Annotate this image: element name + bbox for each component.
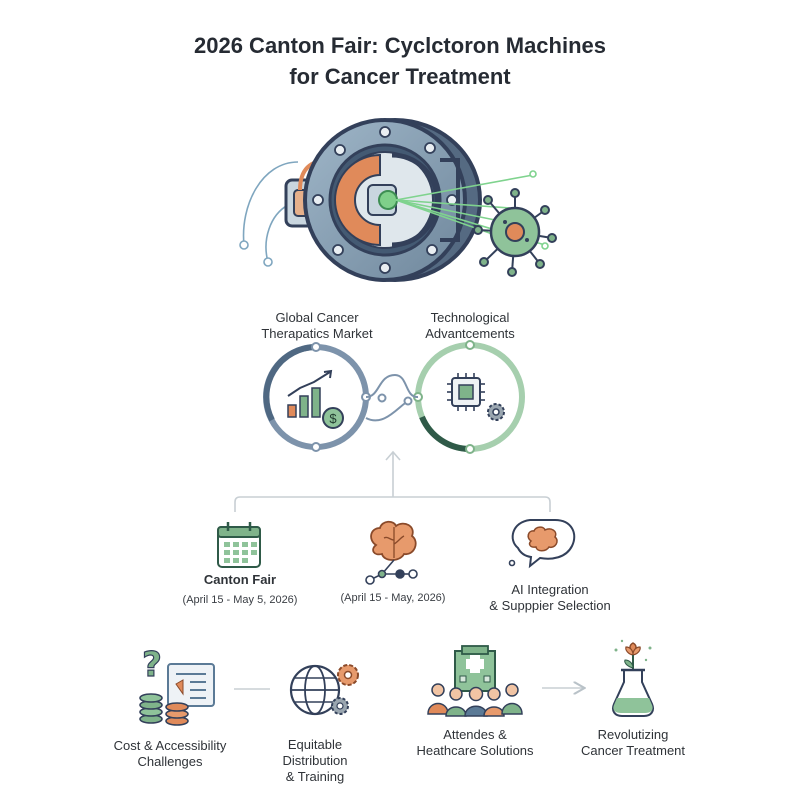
tech-label-line-1: Technological (430, 310, 510, 325)
distribution-label: Equitable Distribution & Training (255, 737, 375, 785)
brain-dates: (April 15 - May, 2026) (340, 592, 446, 604)
title-line-2: for Cancer Treatment (289, 64, 511, 89)
market-label: Global Cancer Therapatics Market (242, 310, 392, 342)
chip-gear-icon (447, 373, 505, 421)
calendar-icon (217, 522, 261, 568)
cyclotron-machine-icon (239, 118, 482, 282)
cost-label-line-1: Cost & Accessibility (113, 738, 227, 753)
tech-label: Technological Advantcements (395, 310, 545, 342)
growth-chart-dollar-icon: $ (287, 369, 344, 429)
ai-label-line-1: AI Integration (511, 582, 589, 597)
svg-text:?: ? (142, 645, 162, 685)
cost-label-line-2: Challenges (137, 754, 203, 769)
revolution-label-line-2: Cancer Treatment (580, 743, 686, 758)
ai-label: AI Integration & Supppier Selection (470, 582, 630, 614)
distribution-label-line-2: Distribution (282, 753, 348, 768)
brain-network-icon (365, 520, 418, 585)
distribution-label-line-1: Equitable (287, 737, 343, 752)
market-label-line-1: Global Cancer (275, 310, 359, 325)
canton-label: Canton Fair (April 15 - May 5, 2026) (160, 572, 320, 608)
svg-text:$: $ (329, 411, 337, 426)
globe-gears-icon (289, 664, 359, 716)
attendees-label-line-1: Attendes & (443, 727, 507, 742)
distribution-label-line-3: & Training (285, 769, 345, 784)
tree-connector (234, 450, 551, 512)
canton-title: Canton Fair (203, 572, 277, 587)
revolution-label: Revolutizing Cancer Treatment (558, 727, 708, 759)
cancer-cell-icon (473, 188, 557, 277)
canton-dates: (April 15 - May 5, 2026) (182, 594, 298, 606)
question-coins-document-icon: ? (139, 644, 215, 726)
title-line-1: 2026 Canton Fair: Cyclctoron Machines (194, 33, 606, 58)
market-label-line-2: Therapatics Market (261, 326, 373, 341)
hospital-people-icon (427, 645, 523, 717)
revolution-label-line-1: Revolutizing (597, 727, 669, 742)
tech-label-line-2: Advantcements (425, 326, 515, 341)
page-title: 2026 Canton Fair: Cyclctoron Machines fo… (0, 30, 800, 92)
ai-label-line-2: & Supppier Selection (489, 598, 611, 613)
brain-label: (April 15 - May, 2026) (318, 590, 468, 606)
attendees-label-line-2: Heathcare Solutions (416, 743, 534, 758)
flask-flower-icon (612, 639, 654, 717)
attendees-label: Attendes & Heathcare Solutions (400, 727, 550, 759)
cost-label: Cost & Accessibility Challenges (95, 738, 245, 770)
brain-speech-bubble-icon (508, 519, 576, 569)
